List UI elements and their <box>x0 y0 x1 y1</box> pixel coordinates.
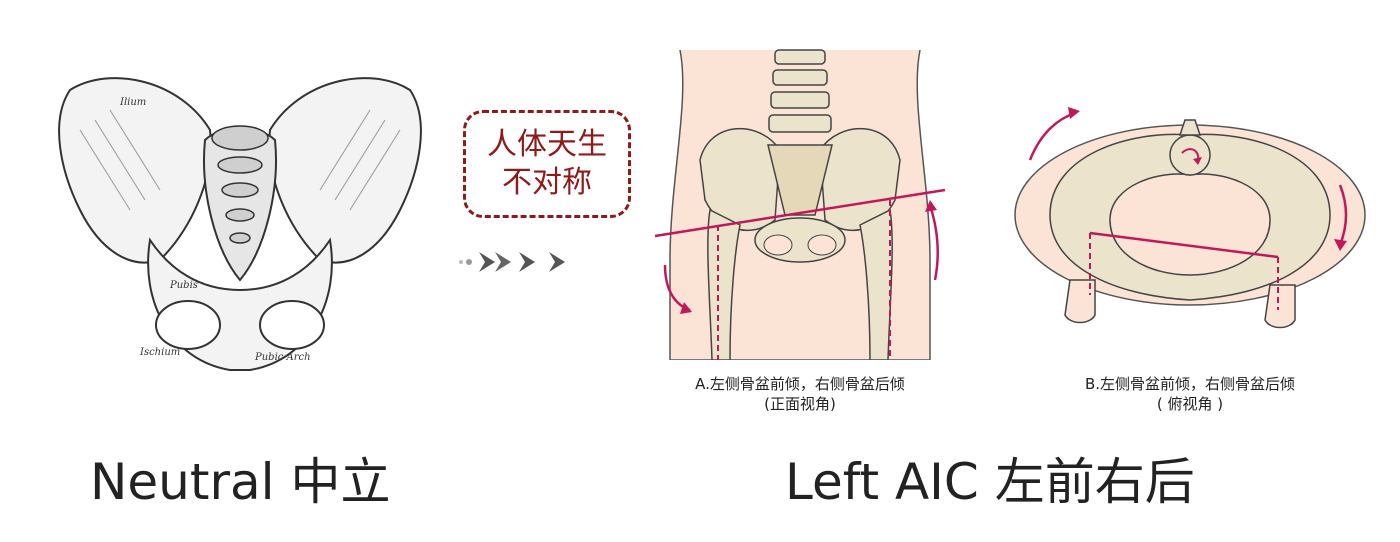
caption-top-line-2: ( 俯视角 ) <box>1156 395 1224 413</box>
badge-line-1: 人体天生 <box>487 127 607 162</box>
badge-line-2: 不对称 <box>502 165 592 200</box>
neutral-pelvis-illustration: Ilium Pubis Ischium Pubic Arch <box>40 70 440 380</box>
label-neutral: Neutral 中立 <box>90 453 391 511</box>
top-view-illustration <box>1010 95 1370 345</box>
double-arrow-icon <box>455 244 585 280</box>
bone-label-pubic-arch: Pubic Arch <box>254 352 311 363</box>
bone-label-ischium: Ischium <box>139 347 180 358</box>
bone-label-ilium: Ilium <box>119 97 146 108</box>
label-left-aic: Left AIC 左前右后 <box>785 453 1195 511</box>
asymmetry-badge: 人体天生 不对称 <box>463 110 631 218</box>
rotation-arrow-icon <box>1193 157 1202 165</box>
caption-top-view: B.左侧骨盆前倾，右侧骨盆后倾 ( 俯视角 ) <box>1030 374 1350 414</box>
caption-front-view: A.左侧骨盆前倾，右侧骨盆后倾 (正面视角) <box>640 374 960 414</box>
caption-front-line-2: (正面视角) <box>764 395 836 413</box>
caption-front-line-1: A.左侧骨盆前倾，右侧骨盆后倾 <box>695 375 905 393</box>
bone-label-pubis: Pubis <box>169 280 198 291</box>
front-view-illustration <box>650 40 950 360</box>
rotation-arrow-icon <box>925 200 937 212</box>
rotation-arrow-icon <box>680 302 692 314</box>
caption-top-line-1: B.左侧骨盆前倾，右侧骨盆后倾 <box>1084 375 1296 393</box>
